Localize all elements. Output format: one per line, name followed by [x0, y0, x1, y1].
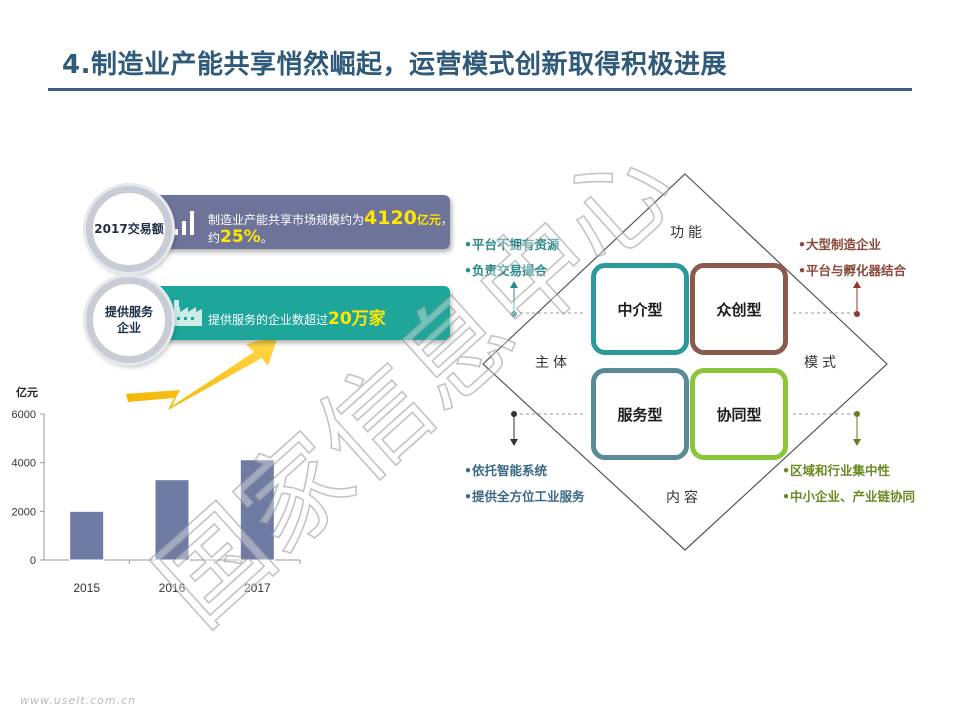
transaction-value: 4120: [364, 207, 417, 229]
note-item: •大型制造企业: [798, 237, 881, 252]
y-tick-label: 2000: [12, 506, 36, 518]
factory-icon: [172, 298, 202, 326]
enterprise-circle-label-line1: 提供服务: [104, 305, 153, 319]
axis-label-subject: 主体: [535, 355, 571, 371]
enterprise-circle-label-line2: 企业: [116, 321, 141, 335]
transaction-text-a: 制造业产能共享市场规模约为: [208, 213, 365, 227]
quadrant-service-label: 服务型: [617, 405, 663, 424]
connector-top-right: [853, 281, 861, 317]
note-item: •区域和行业集中性: [782, 463, 890, 478]
y-tick-label: 4000: [12, 458, 36, 470]
title-divider: [48, 88, 912, 91]
note-item: •中小企业、产业链协同: [782, 489, 915, 504]
quadrant-intermediary: 中介型: [591, 263, 689, 355]
y-tick-label: 0: [30, 555, 36, 567]
notes-bottom-right: •区域和行业集中性 •中小企业、产业链协同: [782, 458, 915, 510]
axis-label-function: 功能: [670, 225, 706, 241]
bar-2015: [69, 510, 105, 561]
axis-label-mode: 模式: [804, 355, 840, 371]
note-item: •提供全方位工业服务: [464, 489, 585, 504]
growth-arrow-icon: [126, 336, 278, 410]
chart-y-unit: 亿元: [16, 386, 38, 399]
transaction-band: 制造业产能共享市场规模约为4120亿元，比上年增长 约25%。: [128, 195, 513, 249]
bar-2017: [239, 459, 275, 561]
x-tick-label: 2016: [159, 581, 186, 595]
transaction-text-c: 约: [208, 231, 221, 245]
footer-url: www.useit.com.cn: [20, 694, 137, 707]
signal-bars-icon: [174, 209, 196, 235]
quadrant-crowd-innovation-label: 众创型: [716, 300, 762, 319]
enterprise-count: 20万家: [328, 309, 386, 329]
x-tick-label: 2017: [244, 581, 271, 595]
transaction-circle-label: 2017交易额: [94, 222, 164, 236]
transaction-text-d: 。: [260, 231, 273, 245]
quadrant-intermediary-label: 中介型: [617, 300, 663, 319]
bar-chart: 0 2000 4000 6000 2015 2016 2017: [12, 409, 301, 595]
connector-top-left: [510, 281, 518, 317]
note-item: •负责交易撮合: [464, 263, 547, 278]
notes-top-right: •大型制造企业 •平台与孵化器结合: [798, 232, 906, 284]
connector-bottom-right: [853, 411, 861, 446]
note-item: •平台与孵化器结合: [798, 263, 906, 278]
x-tick-label: 2015: [73, 581, 100, 595]
transaction-unit: 亿元: [416, 213, 441, 227]
note-item: •平台不拥有资源: [464, 237, 560, 252]
enterprise-circle-label: 提供服务 企业: [105, 304, 153, 336]
page-title: 4.制造业产能共享悄然崛起，运营模式创新取得积极进展: [62, 50, 727, 80]
enterprise-circle: 提供服务 企业: [86, 277, 172, 363]
quadrant-crowd-innovation: 众创型: [690, 263, 788, 355]
model-diamond: [482, 173, 888, 551]
quadrant-collaborative-label: 协同型: [716, 405, 762, 424]
y-tick-label: 6000: [12, 409, 36, 421]
enterprise-band: 提供服务的企业数超过20万家: [128, 286, 450, 340]
quadrant-collaborative: 协同型: [690, 368, 788, 460]
transaction-text-b: ，比上年增长: [440, 213, 513, 227]
enterprise-text: 提供服务的企业数超过: [208, 313, 329, 327]
bar-2016: [154, 479, 190, 561]
growth-percent: 25%: [220, 227, 261, 247]
transaction-circle: 2017交易额: [86, 186, 172, 272]
connector-bottom-left: [510, 411, 518, 446]
note-item: •依托智能系统: [464, 463, 547, 478]
axis-label-content: 内容: [666, 490, 702, 506]
notes-top-left: •平台不拥有资源 •负责交易撮合: [464, 232, 560, 284]
notes-bottom-left: •依托智能系统 •提供全方位工业服务: [464, 458, 585, 510]
quadrant-service: 服务型: [591, 368, 689, 460]
